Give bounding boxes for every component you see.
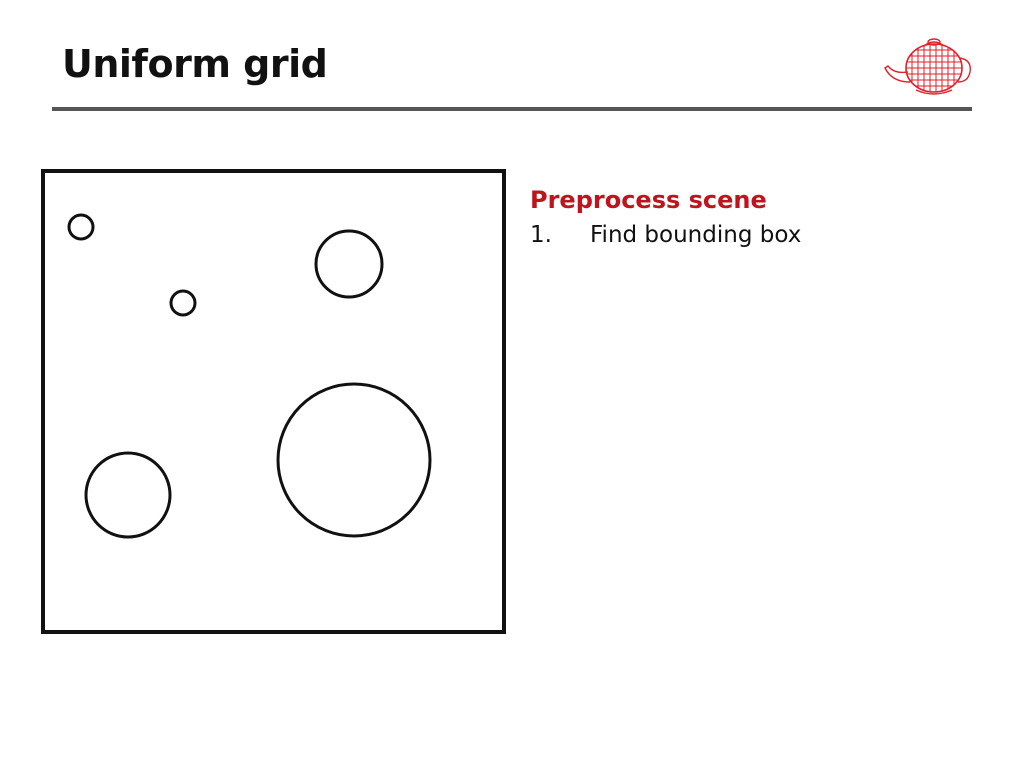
step-number: 1. <box>530 222 552 248</box>
scene-diagram <box>41 169 506 634</box>
step-text: Find bounding box <box>590 222 802 248</box>
slide-title: Uniform grid <box>62 42 328 86</box>
scene-object-circle <box>314 229 384 299</box>
scene-object-circle <box>276 382 432 538</box>
scene-object-circle <box>67 213 95 241</box>
section-heading: Preprocess scene <box>530 186 767 214</box>
list-item: 1. Find bounding box <box>530 222 801 248</box>
scene-object-circle <box>84 451 172 539</box>
scene-object-circle <box>169 289 197 317</box>
teapot-wireframe-icon <box>884 38 971 95</box>
content-list: Preprocess scene 1. Find bounding box <box>530 186 801 248</box>
title-divider <box>52 107 972 111</box>
bounding-box <box>41 169 506 634</box>
